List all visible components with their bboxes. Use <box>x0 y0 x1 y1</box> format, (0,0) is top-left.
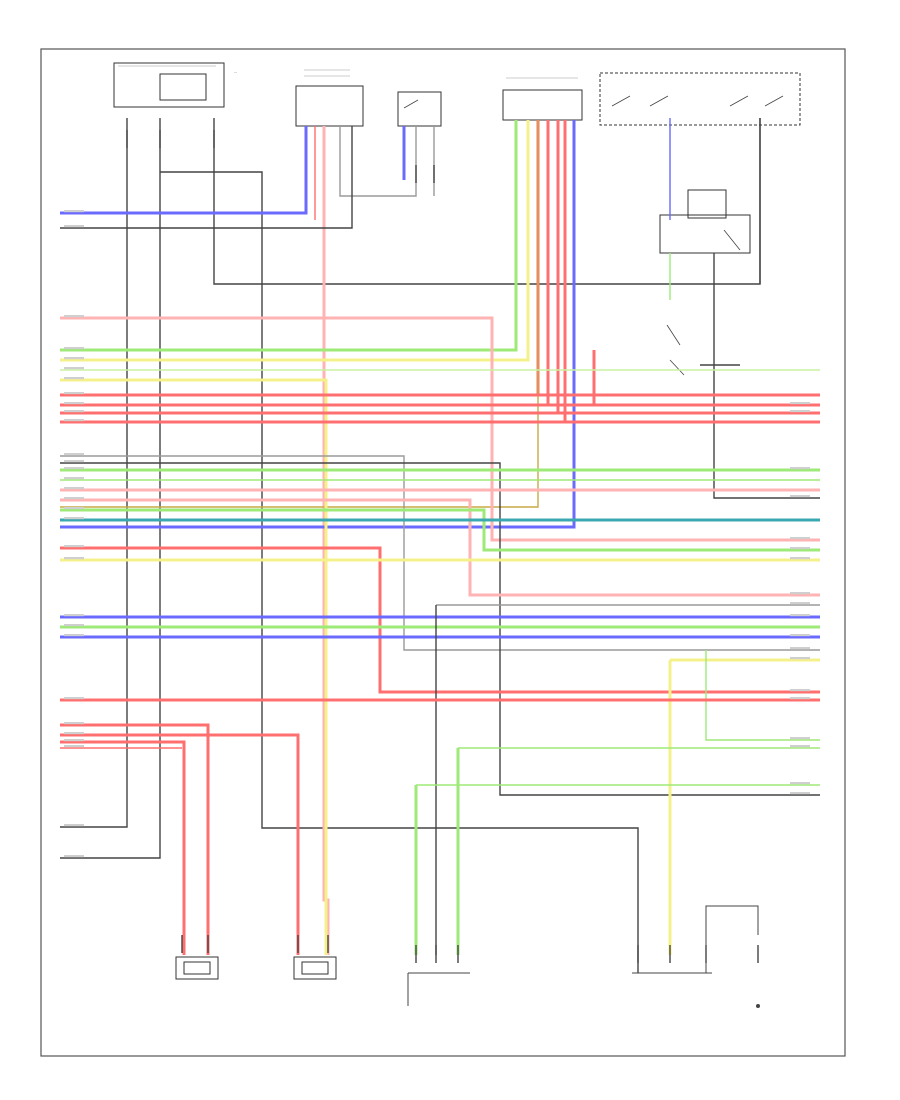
wire-label-35 <box>790 537 810 540</box>
wire-label-43 <box>790 657 810 660</box>
wire-label-44 <box>790 689 810 692</box>
wire-14 <box>60 120 550 407</box>
wire-23 <box>592 350 820 407</box>
wire-1 <box>60 118 161 859</box>
wire-label-16 <box>64 497 84 500</box>
wire-label-37 <box>790 557 810 560</box>
wire-label-27 <box>64 739 84 742</box>
wire-40 <box>60 546 820 694</box>
wire-label-20 <box>64 557 84 560</box>
wire-label-2 <box>64 315 84 318</box>
wire-label-4 <box>64 357 84 360</box>
wire-label-30 <box>64 855 84 858</box>
wire-label-47 <box>790 745 810 748</box>
wire-7 <box>339 126 417 197</box>
component-sensor-left <box>175 956 219 980</box>
wire-group <box>60 118 820 973</box>
wire-label-11 <box>64 453 84 456</box>
wire-label-48 <box>790 782 810 785</box>
wire-15 <box>60 120 560 415</box>
wire-label-31 <box>790 402 810 405</box>
wire-label-6 <box>64 377 84 380</box>
wire-label-0 <box>64 210 84 213</box>
wire-label-33 <box>790 467 810 470</box>
wire-label-21 <box>64 614 84 617</box>
wire-27 <box>60 378 328 955</box>
wire-16 <box>60 120 567 424</box>
wire-57 <box>60 740 186 955</box>
wire-13 <box>60 120 540 397</box>
wire-12 <box>60 120 530 362</box>
wire-55 <box>60 723 210 955</box>
wire-25 <box>60 316 820 542</box>
wire-4 <box>60 126 308 215</box>
component-fuse-relay-box <box>599 72 801 126</box>
wire-22 <box>713 253 820 499</box>
component-connector-bottom-center <box>407 972 470 1006</box>
wire-label-19 <box>64 545 84 548</box>
wire-label-38 <box>790 592 810 595</box>
wire-2 <box>213 118 761 285</box>
wire-11 <box>60 120 518 352</box>
wire-label-34 <box>790 495 810 498</box>
wire-8 <box>60 126 353 229</box>
wire-label-49 <box>790 792 810 795</box>
wire-label-26 <box>64 732 84 735</box>
wire-label-36 <box>790 547 810 550</box>
wire-56 <box>60 733 300 955</box>
wire-33 <box>60 462 820 796</box>
wire-label-7 <box>64 392 84 395</box>
wire-label-9 <box>64 410 84 413</box>
wire-label-1 <box>64 225 84 228</box>
wire-18 <box>60 120 539 508</box>
wire-label-42 <box>790 647 810 650</box>
wire-label-8 <box>64 402 84 405</box>
component-switch-mid <box>666 324 685 376</box>
component-ecm-top-left: ··· <box>113 62 237 108</box>
wire-label-40 <box>790 614 810 617</box>
wire-label-18 <box>64 517 84 520</box>
wire-label-13 <box>64 467 84 470</box>
wire-label-22 <box>64 624 84 627</box>
wire-label-15 <box>64 487 84 490</box>
wire-label-32 <box>790 410 810 413</box>
wire-label-29 <box>64 824 84 827</box>
wire-3 <box>160 171 639 973</box>
component-small-switch <box>397 91 442 127</box>
component-connector-bottom-right <box>632 905 760 1008</box>
component-sensor-center <box>293 956 337 980</box>
wire-label-41 <box>790 634 810 637</box>
wire-0 <box>60 118 128 828</box>
wire-label-12 <box>64 460 84 463</box>
page-border <box>40 48 846 1057</box>
wire-32 <box>60 455 820 651</box>
component-connector-block <box>295 69 364 127</box>
wire-label-28 <box>64 745 84 748</box>
svg-text:···: ··· <box>234 71 237 75</box>
wire-label-23 <box>64 634 84 637</box>
wire-49 <box>705 650 820 741</box>
wire-17 <box>60 120 576 529</box>
wire-37 <box>60 498 820 597</box>
wire-label-5 <box>64 367 84 370</box>
component-relay-box-mid <box>659 189 751 254</box>
wire-38 <box>60 508 820 552</box>
component-multi-connector <box>502 77 583 121</box>
wire-label-39 <box>790 602 810 605</box>
wire-label-3 <box>64 347 84 350</box>
wire-label-17 <box>64 507 84 510</box>
label-group <box>64 210 810 858</box>
wire-label-14 <box>64 477 84 480</box>
wire-label-24 <box>64 697 84 700</box>
wire-label-25 <box>64 722 84 725</box>
wire-label-45 <box>790 697 810 700</box>
wire-label-46 <box>790 737 810 740</box>
wire-label-10 <box>64 419 84 422</box>
